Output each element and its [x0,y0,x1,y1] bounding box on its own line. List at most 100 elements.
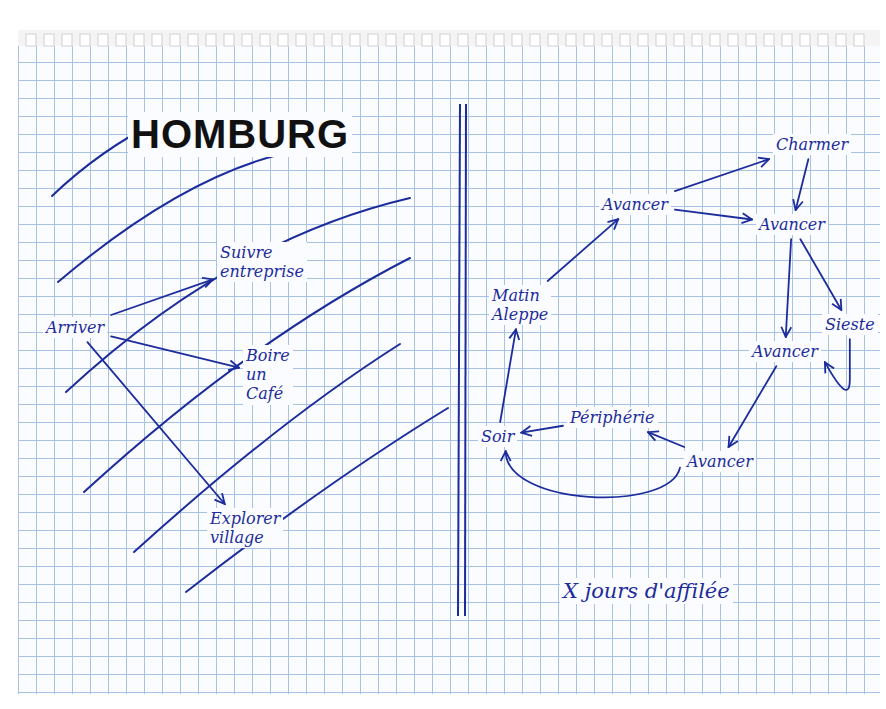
flow-arrow [500,329,516,422]
step-text: Avancer [756,214,828,235]
divider-line [458,104,460,616]
flow-arrow [111,279,213,315]
step-text: Avancer [749,341,821,362]
flow-arrow [800,239,841,310]
spiral-tab [278,34,288,46]
spiral-tab [692,34,702,46]
flow-arrow [825,339,850,390]
step-node: Avancer [684,451,756,472]
spiral-tab [62,34,72,46]
spiral-tab [206,34,216,46]
spiral-tab [26,34,36,46]
spiral-tab [638,34,648,46]
spiral-tab [710,34,720,46]
step-node: Périphérie [567,407,658,428]
strike-line [186,408,448,592]
spiral-tab [584,34,594,46]
spiral-tab [494,34,504,46]
step-text: Matin Aleppe [489,285,551,325]
spiral-tab [386,34,396,46]
step-text: Soir [478,426,517,447]
strike-lines [52,120,448,592]
spiral-tab [458,34,468,46]
flow-arrow [675,210,752,220]
step-text: Sieste [822,314,878,335]
spiral-tab [404,34,414,46]
spiral-tab [602,34,612,46]
step-text: Boire un Café [243,345,293,405]
flow-arrow [648,432,684,447]
spiral-tab [566,34,576,46]
spiral-tabs [26,34,864,46]
spiral-tab [242,34,252,46]
flow-arrow [506,451,680,497]
spiral-tab [548,34,558,46]
spiral-tab [854,34,864,46]
step-node: Avancer [756,214,828,235]
spiral-tab [44,34,54,46]
spiral-tab [476,34,486,46]
spiral-tab [440,34,450,46]
step-node: Arriver [43,317,107,338]
spiral-tab [656,34,666,46]
step-text: Explorer village [207,508,283,548]
spiral-tab [368,34,378,46]
flow-arrow [548,219,619,281]
spiral-tab [620,34,630,46]
spiral-tab [836,34,846,46]
spiral-tab [188,34,198,46]
step-node: Avancer [599,194,671,215]
step-node: Matin Aleppe [489,285,551,325]
strike-line [134,344,400,552]
spiral-tab [224,34,234,46]
strike-line [66,198,410,392]
divider-line [465,104,466,616]
step-text: Suivre entreprise [217,242,307,282]
strike-line [84,258,410,492]
step-node: Soir [478,426,517,447]
spiral-tab [350,34,360,46]
flow-arrow [111,336,239,367]
spiral-tab [332,34,342,46]
note-label: X jours d'affilée [560,578,733,604]
spiral-tab [134,34,144,46]
step-node: Boire un Café [243,345,293,405]
step-text: Avancer [599,194,671,215]
spiral-tab [260,34,270,46]
flow-arrow [786,239,791,337]
title: HOMBURG [128,112,352,157]
spiral-tab [674,34,684,46]
step-text: Avancer [684,451,756,472]
step-node: Sieste [822,314,878,335]
divider [458,104,466,616]
flow-arrow [729,366,777,447]
spiral-tab [152,34,162,46]
spiral-tab [314,34,324,46]
step-node: Explorer village [207,508,283,548]
step-text: Charmer [773,134,851,155]
spiral-tab [296,34,306,46]
spiral-tab [98,34,108,46]
flow-arrow [796,159,809,210]
spiral-tab [728,34,738,46]
spiral-tab [530,34,540,46]
step-node: Suivre entreprise [217,242,307,282]
spiral-tab [764,34,774,46]
spiral-tab [800,34,810,46]
spiral-tab [80,34,90,46]
paper-strip [18,30,880,46]
spiral-tab [818,34,828,46]
flow-arrow [675,159,769,191]
spiral-tab [782,34,792,46]
spiral-tab [116,34,126,46]
step-text: Arriver [43,317,107,338]
step-node: Avancer [749,341,821,362]
spiral-tab [422,34,432,46]
torn-edge [18,30,880,46]
step-text: Périphérie [567,407,658,428]
spiral-tab [170,34,180,46]
flow-arrow [87,342,224,504]
flow-arrow [521,426,563,433]
